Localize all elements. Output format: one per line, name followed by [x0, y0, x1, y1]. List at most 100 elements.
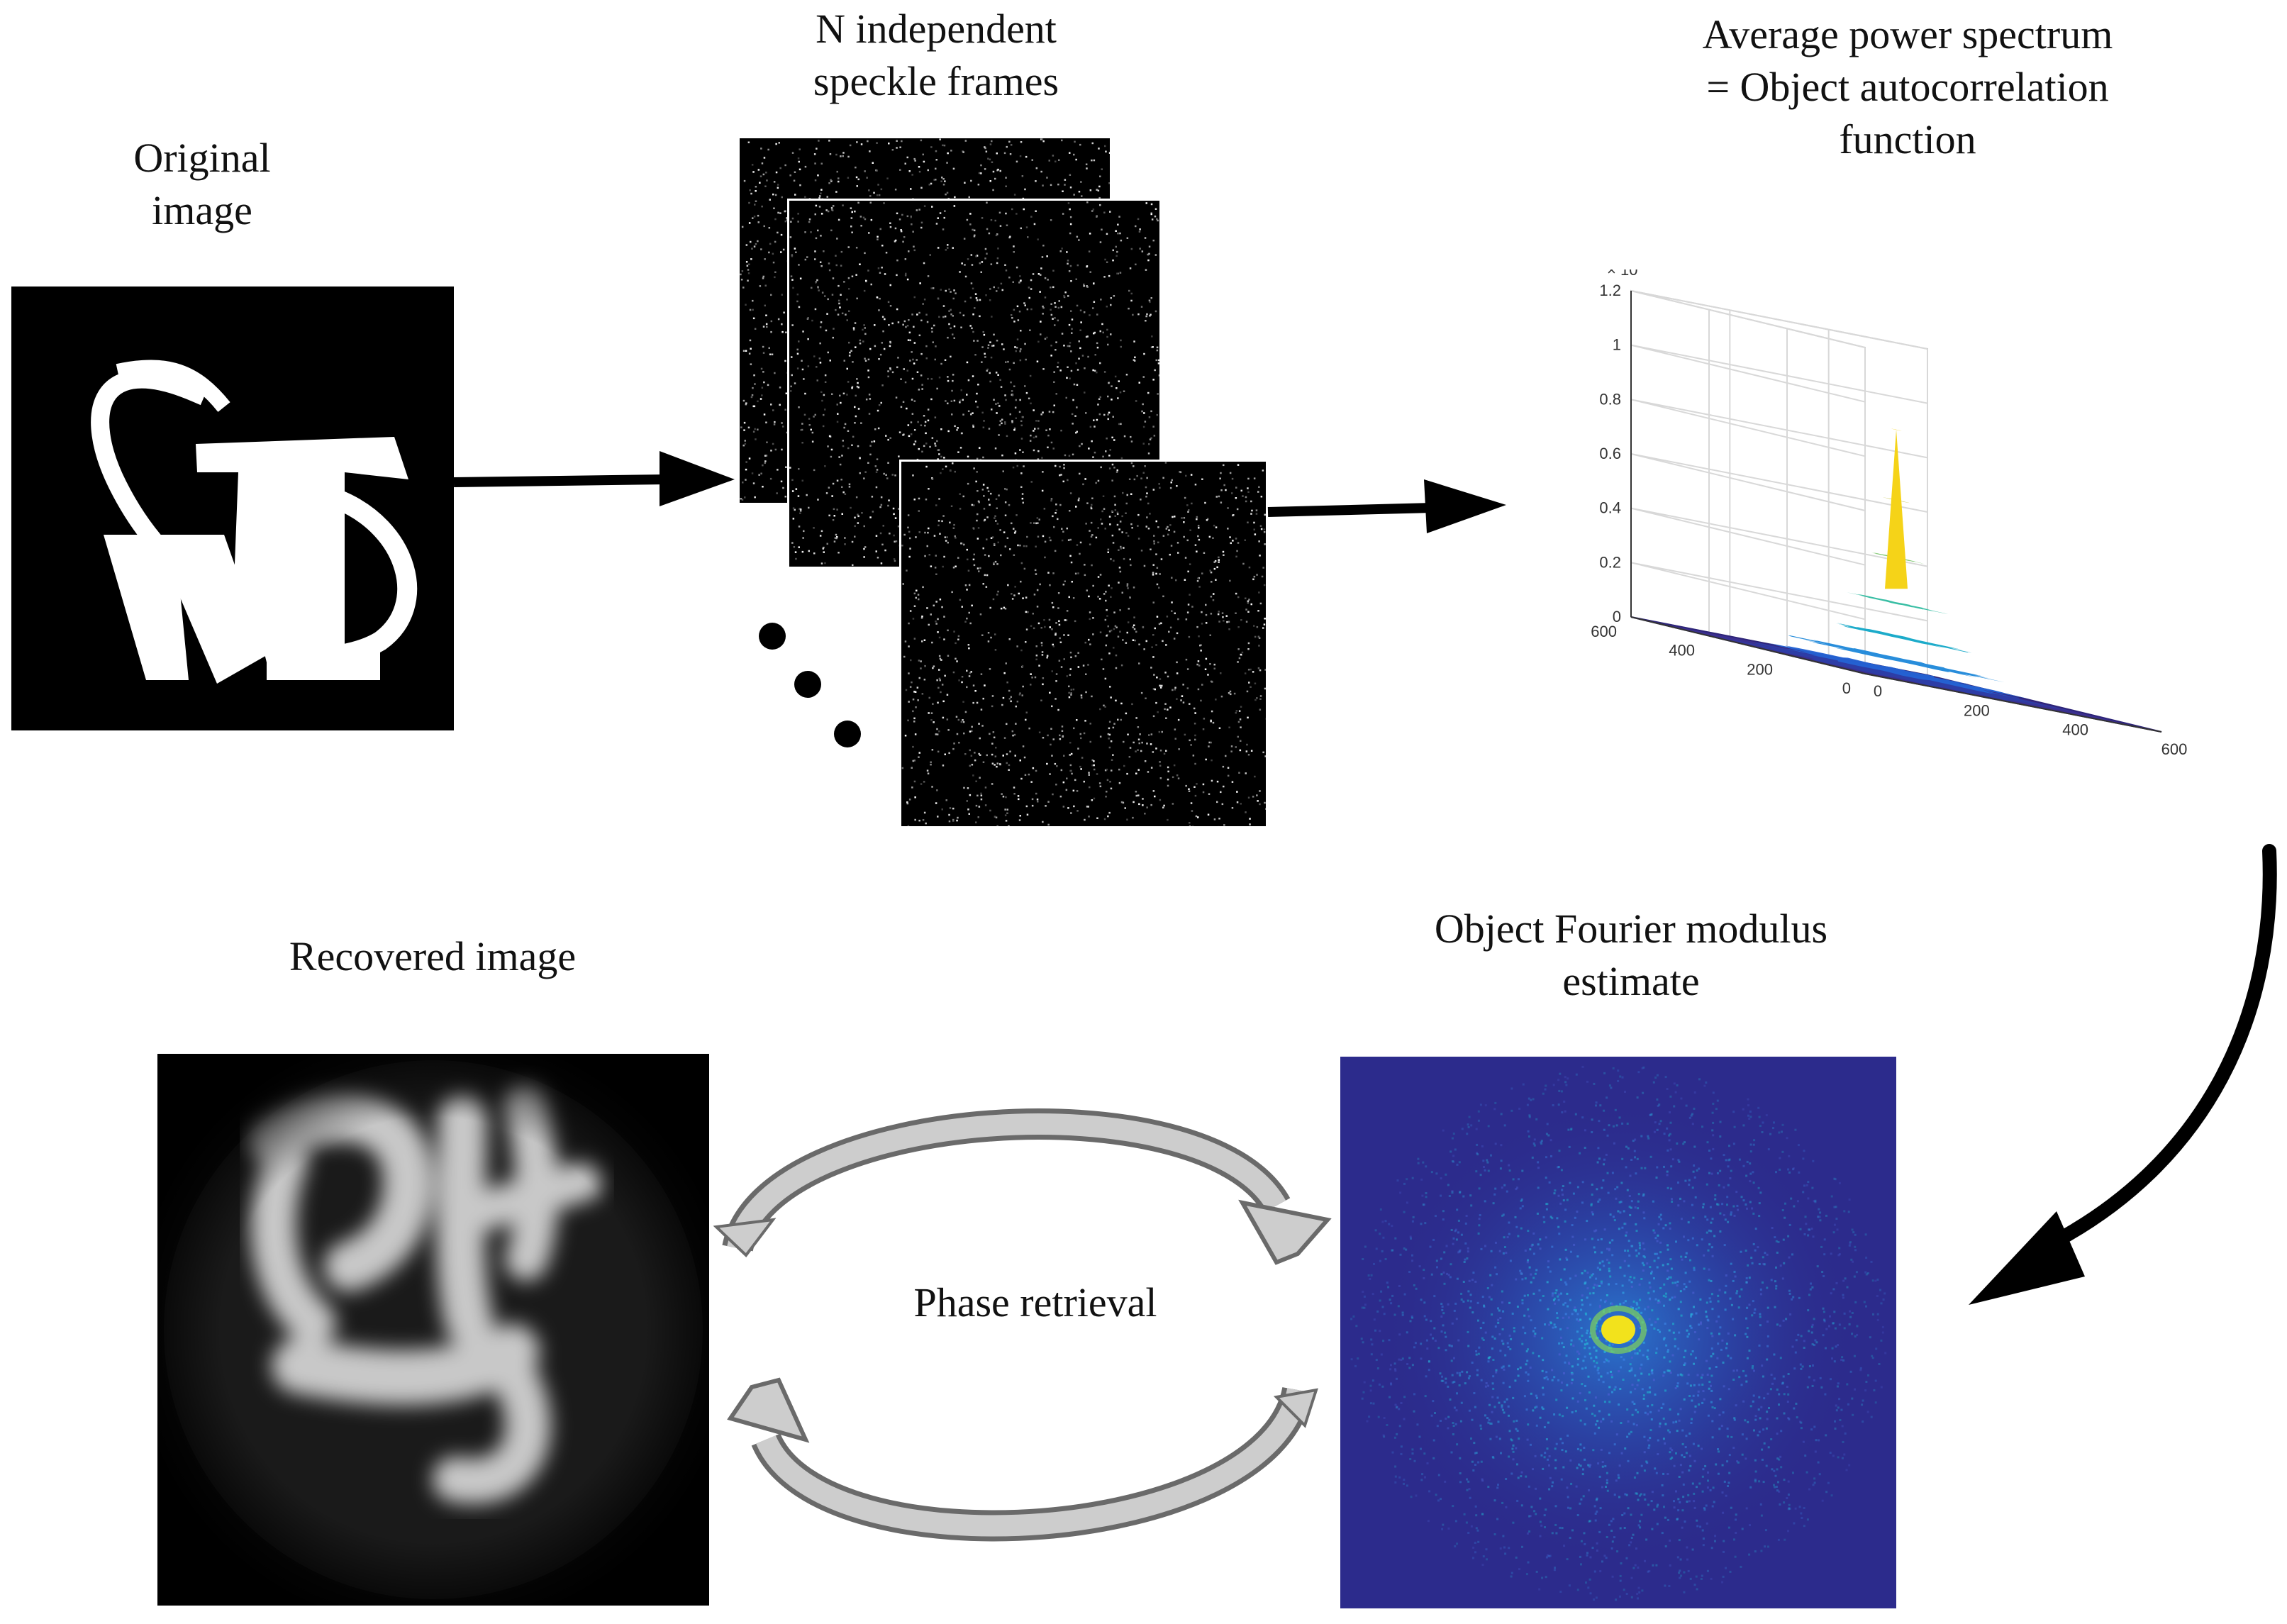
- speckle-grain: [1020, 562, 1023, 564]
- speckle-grain: [1248, 566, 1251, 569]
- fourier-grain: [1372, 1402, 1375, 1405]
- speckle-grain: [1008, 368, 1011, 371]
- speckle-grain: [1119, 609, 1121, 611]
- speckle-grain: [1240, 803, 1242, 805]
- speckle-grain: [952, 527, 955, 529]
- speckle-grain: [1257, 635, 1260, 638]
- speckle-grain: [1210, 719, 1212, 722]
- speckle-grain: [801, 479, 803, 482]
- speckle-grain: [1105, 591, 1107, 593]
- speckle-grain: [979, 567, 981, 569]
- speckle-grain: [777, 187, 779, 189]
- speckle-grain: [1044, 540, 1047, 543]
- speckle-grain: [982, 484, 985, 486]
- y-tick-label: 0: [1842, 679, 1851, 697]
- speckle-grain: [1120, 423, 1122, 426]
- speckle-grain: [988, 428, 991, 430]
- speckle-grain: [1256, 574, 1258, 576]
- speckle-grain: [851, 540, 854, 543]
- fourier-grain: [1567, 1128, 1570, 1131]
- fourier-grain: [1732, 1279, 1735, 1282]
- fourier-grain: [1458, 1250, 1461, 1253]
- speckle-grain: [1051, 628, 1053, 630]
- speckle-grain: [1134, 639, 1136, 642]
- speckle-grain: [984, 684, 986, 686]
- fourier-grain: [1634, 1352, 1637, 1355]
- speckle-grain: [1150, 313, 1152, 316]
- speckle-grain: [1025, 226, 1028, 228]
- speckle-grain: [1174, 516, 1176, 518]
- speckle-grain: [978, 172, 981, 174]
- speckle-grain: [898, 455, 900, 457]
- speckle-grain: [1005, 185, 1007, 187]
- speckle-grain: [789, 236, 792, 238]
- fourier-grain: [1376, 1367, 1379, 1369]
- speckle-grain: [996, 233, 998, 235]
- fourier-grain: [1638, 1349, 1641, 1352]
- speckle-grain: [1216, 566, 1218, 569]
- speckle-grain: [1241, 651, 1244, 654]
- speckle-grain: [1089, 618, 1091, 621]
- speckle-grain: [1189, 703, 1191, 705]
- speckle-grain: [764, 284, 767, 287]
- speckle-grain: [1011, 208, 1013, 211]
- speckle-grain: [912, 618, 915, 620]
- speckle-grain: [986, 252, 988, 255]
- plot-grid: [1630, 289, 1928, 677]
- fourier-grain: [1648, 1444, 1651, 1447]
- speckle-grain: [772, 252, 774, 255]
- speckle-grain: [852, 328, 855, 330]
- speckle-grain: [1235, 486, 1237, 489]
- speckle-grain: [836, 421, 839, 423]
- speckle-grain: [1021, 175, 1024, 177]
- speckle-grain: [913, 605, 916, 607]
- speckle-grain: [1048, 160, 1050, 162]
- speckle-grain: [1125, 374, 1128, 376]
- speckle-grain: [1210, 613, 1213, 615]
- speckle-grain: [1119, 570, 1122, 573]
- speckle-grain: [1023, 302, 1025, 304]
- speckle-grain: [1252, 578, 1254, 581]
- fourier-grain: [1788, 1155, 1791, 1157]
- speckle-grain: [947, 152, 949, 155]
- speckle-grain: [827, 351, 829, 354]
- speckle-grain: [986, 486, 989, 489]
- speckle-grain: [950, 150, 952, 152]
- speckle-grain: [1255, 513, 1258, 515]
- speckle-grain: [959, 311, 962, 314]
- fourier-grain: [1577, 1319, 1580, 1322]
- speckle-grain: [1172, 516, 1174, 518]
- fourier-grain: [1468, 1116, 1471, 1118]
- original-image: [11, 287, 454, 730]
- fourier-grain: [1824, 1393, 1827, 1396]
- speckle-grain: [842, 440, 844, 442]
- speckle-grain: [759, 175, 762, 177]
- speckle-grain: [1146, 516, 1148, 518]
- speckle-grain: [745, 350, 747, 352]
- fourier-grain: [1727, 1184, 1730, 1186]
- fourier-grain: [1652, 1200, 1654, 1203]
- speckle-grain: [851, 386, 854, 388]
- speckle-grain: [883, 472, 885, 475]
- speckle-grain: [976, 490, 979, 492]
- speckle-grain: [780, 233, 783, 236]
- speckle-grain: [943, 144, 946, 147]
- speckle-grain: [969, 794, 972, 796]
- speckle-grain: [952, 247, 954, 249]
- speckle-grain: [1240, 706, 1242, 708]
- fourier-grain: [1459, 1191, 1461, 1194]
- fourier-grain: [1709, 1300, 1712, 1303]
- speckle-grain: [831, 495, 833, 497]
- speckle-grain: [1213, 667, 1215, 669]
- speckle-grain: [1238, 710, 1241, 712]
- speckle-grain: [1072, 399, 1074, 401]
- speckle-grain: [888, 324, 890, 326]
- speckle-grain: [987, 157, 989, 160]
- speckle-grain: [1014, 530, 1017, 533]
- fourier-grain: [1690, 1326, 1693, 1329]
- speckle-grain: [840, 479, 842, 481]
- speckle-grain: [1042, 535, 1045, 538]
- speckle-grain: [876, 194, 879, 196]
- speckle-grain: [1037, 340, 1040, 343]
- speckle-grain: [986, 754, 988, 757]
